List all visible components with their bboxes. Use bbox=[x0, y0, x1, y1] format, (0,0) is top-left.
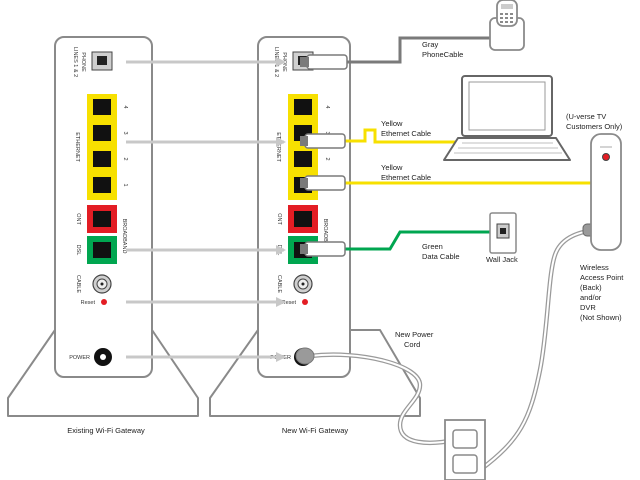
power-cord bbox=[295, 347, 456, 446]
existing-ethernet-port-1 bbox=[93, 177, 111, 193]
phone-icon bbox=[489, 0, 525, 51]
new-ethernet-label: ETHERNET bbox=[275, 132, 281, 162]
existing-broadband-label: BROADBAND bbox=[121, 219, 127, 254]
new-power-cord-label: New Power Cord bbox=[395, 330, 435, 349]
new-eth-num-3: 3 bbox=[324, 131, 330, 134]
existing-eth-num-3: 3 bbox=[122, 131, 128, 134]
existing-gateway-caption: Existing Wi-Fi Gateway bbox=[67, 426, 145, 435]
wall-jack-label: Wall Jack bbox=[486, 255, 518, 264]
existing-ethernet-port-3 bbox=[93, 125, 111, 141]
existing-power-label: POWER bbox=[69, 355, 90, 361]
laptop-icon bbox=[443, 75, 571, 161]
new-ont-label: ONT bbox=[276, 213, 282, 225]
new-gateway-caption: New Wi-Fi Gateway bbox=[282, 426, 349, 435]
yellow-ethernet-cable-laptop bbox=[300, 128, 455, 149]
existing-eth-num-2: 2 bbox=[122, 157, 128, 160]
new-cable-label: CABLE bbox=[276, 275, 282, 293]
existing-dsl-label: DSL bbox=[75, 245, 81, 256]
yellow-ethernet-label-2: Yellow Ethernet Cable bbox=[381, 163, 431, 182]
existing-reset-label: Reset bbox=[81, 300, 96, 306]
new-reset-button bbox=[302, 299, 308, 305]
new-broadband-label: BROADBAND bbox=[322, 219, 328, 254]
green-data-cable-label: Green Data Cable bbox=[422, 242, 460, 261]
existing-lines-label: LINES 1 & 2 bbox=[72, 47, 78, 77]
new-ethernet-port-4 bbox=[294, 99, 312, 115]
existing-phone-label: PHONE bbox=[80, 52, 86, 72]
existing-eth-num-1: 1 bbox=[122, 183, 128, 186]
existing-eth-num-4: 4 bbox=[122, 105, 128, 108]
existing-cable-label: CABLE bbox=[75, 275, 81, 293]
yellow-ethernet-label-1: Yellow Ethernet Cable bbox=[381, 119, 431, 138]
new-eth-num-2: 2 bbox=[324, 157, 330, 160]
green-data-cable bbox=[300, 230, 500, 257]
new-reset-label: Reset bbox=[282, 300, 297, 306]
transfer-arrows bbox=[126, 57, 286, 362]
new-gateway: PHONE LINES 1 & 2 ETHERNET 4 3 2 1 ONT B… bbox=[209, 36, 421, 435]
gray-phone-cable bbox=[300, 36, 495, 70]
power-outlet-icon bbox=[444, 419, 486, 480]
new-ethernet-port-2 bbox=[294, 151, 312, 167]
existing-ont-label: ONT bbox=[75, 213, 81, 225]
uverse-label: (U-verse TV Customers Only) bbox=[566, 112, 623, 131]
existing-gateway: PHONE LINES 1 & 2 ETHERNET 4 3 2 1 ONT B… bbox=[7, 36, 199, 435]
existing-ethernet-port-4 bbox=[93, 99, 111, 115]
existing-ethernet-port-2 bbox=[93, 151, 111, 167]
access-point-label: Wireless Access Point (Back) and/or DVR … bbox=[580, 263, 625, 322]
gray-phone-cable-label: Gray PhoneCable bbox=[422, 40, 463, 59]
wall-jack-icon bbox=[489, 212, 517, 254]
new-eth-num-4: 4 bbox=[324, 105, 330, 108]
existing-reset-button bbox=[101, 299, 107, 305]
access-point-icon bbox=[590, 133, 622, 251]
existing-ethernet-label: ETHERNET bbox=[74, 132, 80, 162]
